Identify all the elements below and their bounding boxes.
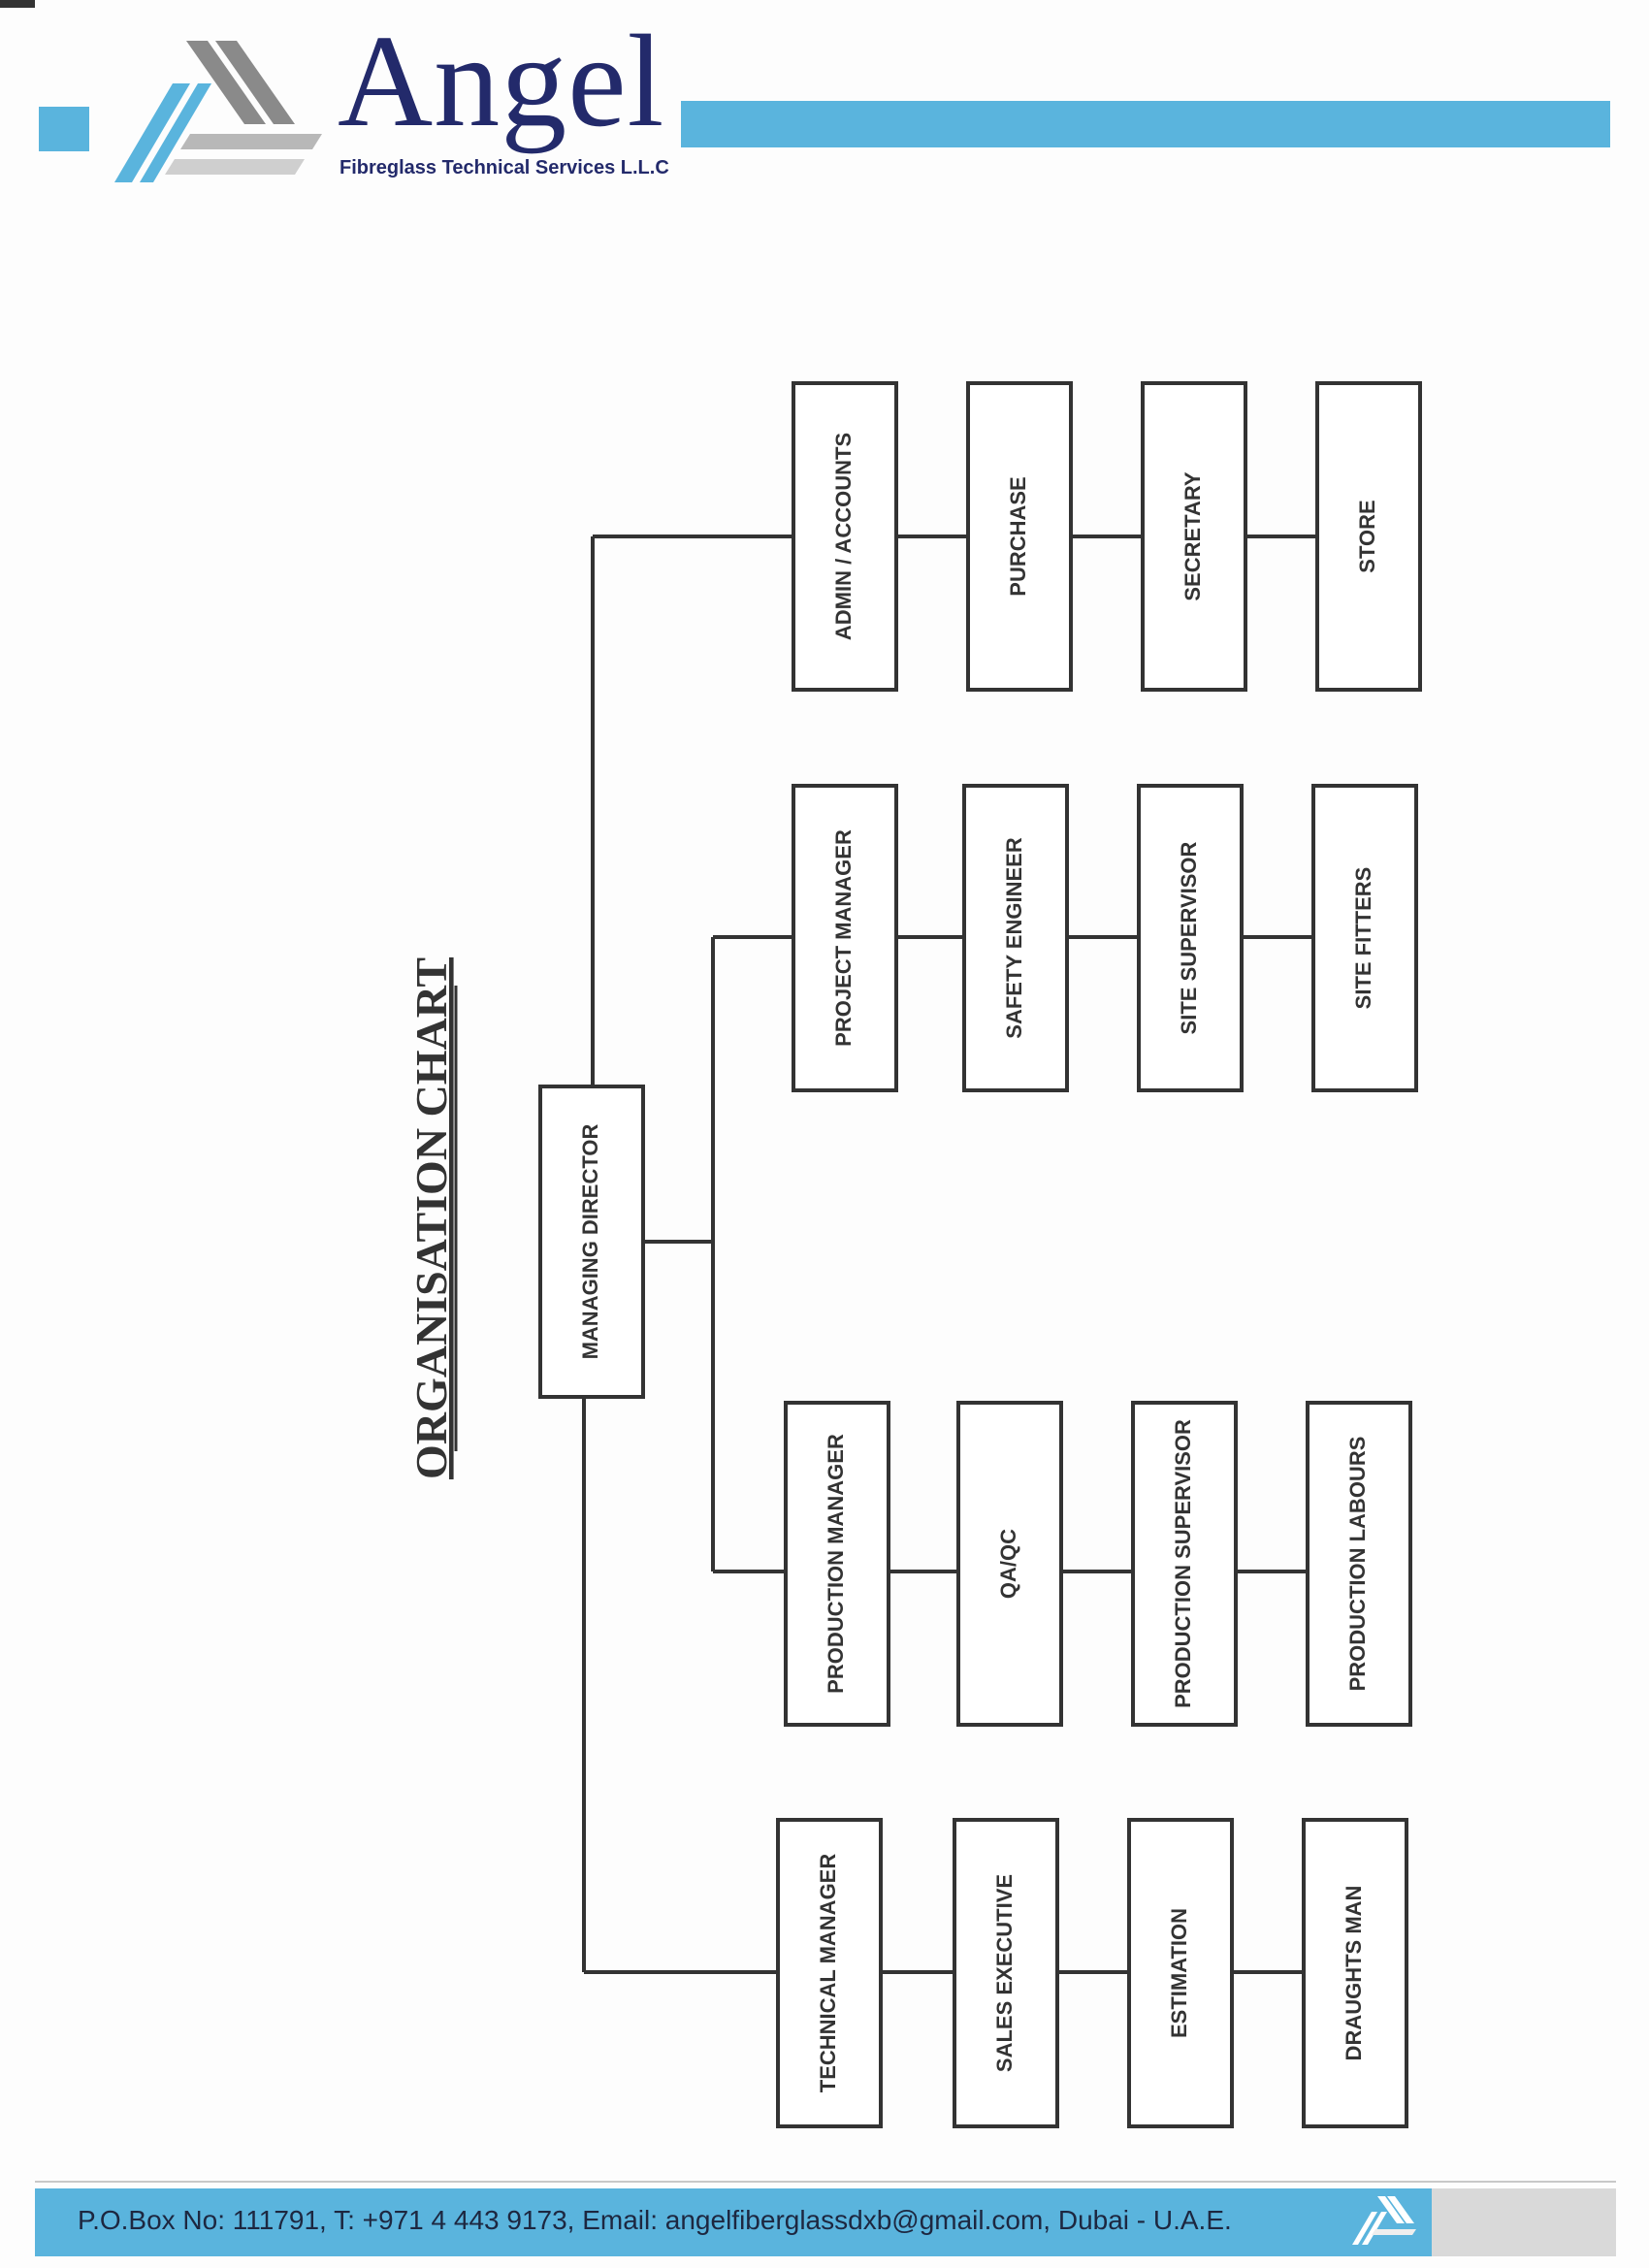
node-managing-director-box — [538, 1085, 645, 1399]
node-technical-manager-label: TECHNICAL MANAGER — [816, 1854, 840, 2093]
node-production-labours-box — [1306, 1401, 1412, 1727]
node-secretary-box — [1141, 381, 1247, 692]
node-production-manager-box — [784, 1401, 890, 1727]
footer-rule — [35, 2181, 1616, 2183]
node-site-fitters-box — [1311, 784, 1418, 1092]
node-technical-manager-box — [776, 1818, 883, 2128]
company-logo-icon — [114, 41, 322, 182]
node-qa-qc-label: QA/QC — [996, 1529, 1020, 1599]
footer-bar — [35, 2188, 1432, 2256]
node-site-supervisor-label: SITE SUPERVISOR — [1177, 841, 1201, 1034]
node-store-box — [1315, 381, 1422, 692]
node-safety-engineer-box — [962, 784, 1069, 1092]
scan-corner-mark — [0, 0, 35, 8]
company-name: Angel — [338, 9, 665, 154]
node-sales-executive-label: SALES EXECUTIVE — [992, 1874, 1017, 2072]
node-safety-engineer-label: SAFETY ENGINEER — [1002, 837, 1026, 1039]
node-production-manager-label: PRODUCTION MANAGER — [824, 1434, 848, 1694]
footer-contact: P.O.Box No: 111791, T: +971 4 443 9173, … — [78, 2205, 1232, 2235]
node-project-manager-box — [792, 784, 898, 1092]
node-estimation-box — [1127, 1818, 1234, 2128]
node-project-manager-label: PROJECT MANAGER — [831, 829, 856, 1047]
node-store-label: STORE — [1355, 500, 1379, 572]
node-draughts-man-label: DRAUGHTS MAN — [1342, 1886, 1366, 2061]
header-accent-bar — [681, 101, 1610, 147]
node-secretary-label: SECRETARY — [1180, 471, 1205, 601]
node-admin-accounts-label: ADMIN / ACCOUNTS — [831, 433, 856, 640]
node-site-supervisor-box — [1137, 784, 1244, 1092]
connector-lines — [582, 535, 1317, 1974]
node-site-fitters-label: SITE FITTERS — [1351, 867, 1375, 1010]
footer-grey-block — [1432, 2188, 1616, 2256]
node-production-supervisor-label: PRODUCTION SUPERVISOR — [1171, 1419, 1195, 1708]
footer-logo-icon — [1352, 2196, 1416, 2245]
node-qa-qc-box — [956, 1401, 1063, 1727]
node-production-supervisor-box — [1131, 1401, 1238, 1727]
node-production-labours-label: PRODUCTION LABOURS — [1345, 1437, 1370, 1692]
node-managing-director-label: MANAGING DIRECTOR — [578, 1123, 602, 1359]
header-accent-square — [39, 107, 89, 151]
node-draughts-man-box — [1302, 1818, 1408, 2128]
company-subtitle: Fibreglass Technical Services L.L.C — [340, 157, 669, 178]
node-sales-executive-box — [953, 1818, 1059, 2128]
node-purchase-label: PURCHASE — [1006, 476, 1030, 596]
node-admin-accounts-box — [792, 381, 898, 692]
node-purchase-box — [966, 381, 1073, 692]
node-estimation-label: ESTIMATION — [1167, 1908, 1191, 2038]
chart-title: ORGANISATION CHART — [406, 957, 456, 1479]
